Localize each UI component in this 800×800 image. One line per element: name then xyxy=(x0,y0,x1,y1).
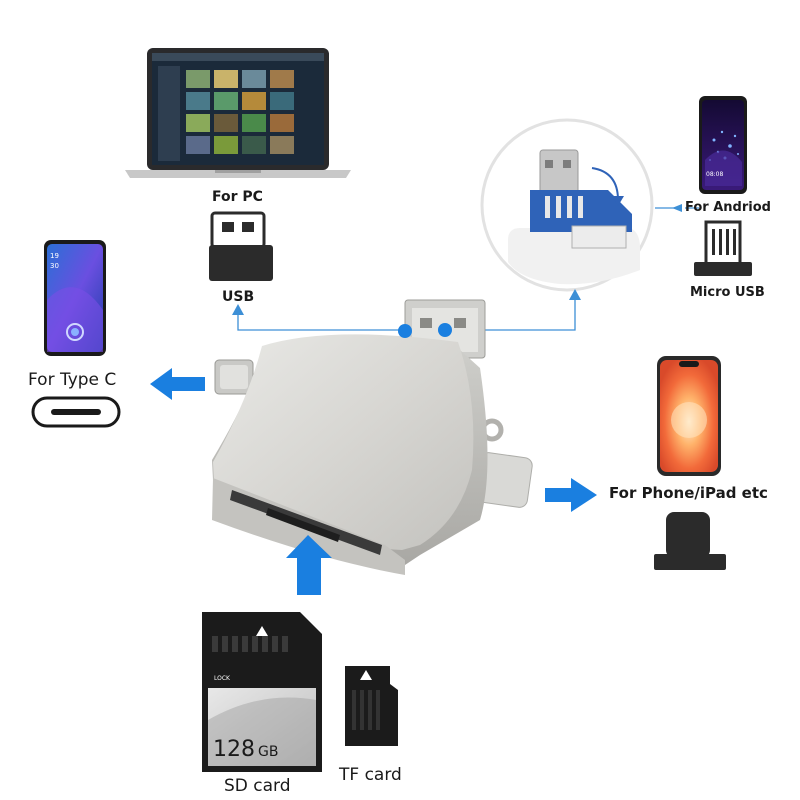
pc-label: For PC xyxy=(212,189,263,205)
card-reader-device xyxy=(212,299,533,575)
sd-capacity-number: 128 xyxy=(213,737,255,762)
phone-label: For Phone/iPad etc xyxy=(609,484,768,502)
lightning-connector-icon xyxy=(654,512,726,570)
micro-usb-connector-icon xyxy=(694,220,752,276)
tf-card-icon xyxy=(345,666,398,746)
svg-text:08:08: 08:08 xyxy=(706,171,723,178)
sd-card-label: SD card xyxy=(224,776,291,796)
sd-capacity-unit: GB xyxy=(258,744,278,760)
iphone-icon xyxy=(657,356,721,476)
android-phone-icon: 08:08 xyxy=(655,96,747,212)
sd-card-icon: LOCK 128 GB xyxy=(202,612,322,772)
usb-connector-dot xyxy=(398,324,412,338)
usb-label: USB xyxy=(222,289,255,305)
micro-connector-dot xyxy=(438,323,452,337)
laptop-icon xyxy=(125,48,351,178)
svg-text:19: 19 xyxy=(50,252,59,260)
micro-usb-zoom-inset xyxy=(480,118,654,292)
sd-lock-label: LOCK xyxy=(214,675,231,682)
tf-card-label: TF card xyxy=(339,765,402,785)
usb-line-arrow-icon xyxy=(232,304,244,315)
usb-plug-icon xyxy=(209,211,273,281)
svg-text:30: 30 xyxy=(50,262,59,270)
up-arrow-icon xyxy=(286,535,332,595)
right-arrow-icon xyxy=(545,478,597,512)
android-label: For Andriod xyxy=(685,200,771,215)
micro-usb-label: Micro USB xyxy=(690,285,765,300)
typec-port-slot xyxy=(51,409,101,415)
android-line-arrow-icon xyxy=(569,289,581,300)
typec-label: For Type C xyxy=(28,370,117,390)
left-arrow-icon xyxy=(150,368,205,400)
typec-phone-icon: 19 30 xyxy=(44,240,106,356)
